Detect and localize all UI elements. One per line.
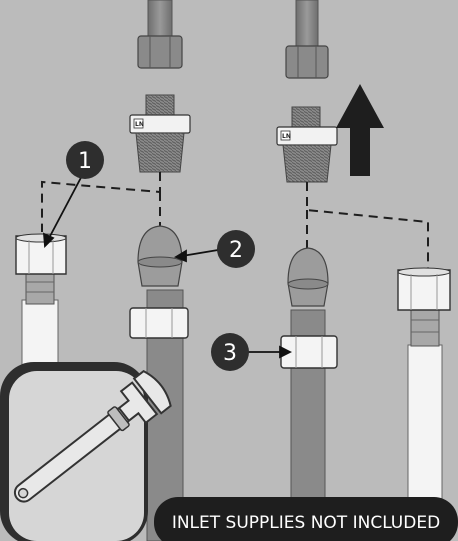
- left-adapter-fitting: LN: [129, 94, 191, 173]
- callout-3-number: 3: [223, 341, 237, 366]
- inlet-notice-banner: INLET SUPPLIES NOT INCLUDED: [154, 497, 458, 541]
- up-arrow-icon: [336, 84, 384, 176]
- callout-2: 2: [217, 230, 255, 268]
- top-right-supply: [285, 0, 329, 79]
- alignment-lines: [41, 172, 429, 268]
- fitting-label-right: LN: [282, 133, 291, 140]
- callout-leaders: [42, 169, 293, 359]
- fitting-label-left: LN: [135, 121, 144, 128]
- top-left-supply: [137, 0, 183, 69]
- right-adapter-fitting: LN: [276, 106, 338, 183]
- callout-1-number: 1: [78, 149, 92, 174]
- callout-3: 3: [211, 333, 249, 371]
- callout-1: 1: [66, 141, 104, 179]
- adjustable-wrench-icon: [0, 362, 172, 541]
- banner-text: INLET SUPPLIES NOT INCLUDED: [172, 513, 440, 533]
- callout-2-number: 2: [229, 238, 243, 263]
